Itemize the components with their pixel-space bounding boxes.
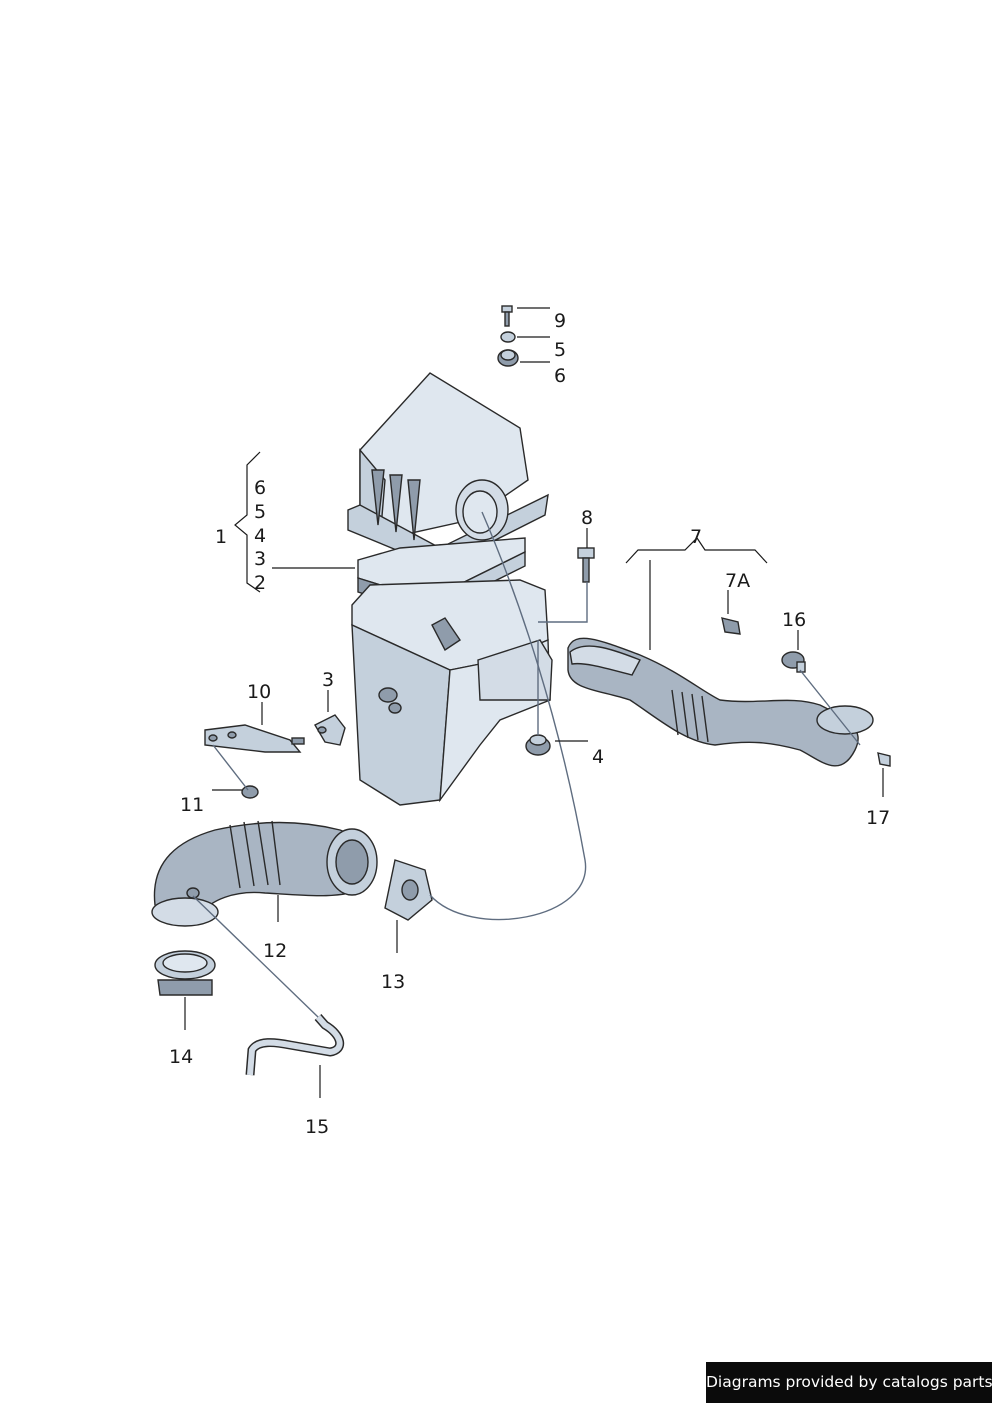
bracket-3 bbox=[314, 714, 346, 746]
rubber-mount-4 bbox=[525, 734, 551, 756]
clip-17 bbox=[877, 752, 891, 767]
callout-1: 1 bbox=[215, 526, 227, 548]
hose-clamp-14 bbox=[154, 950, 216, 996]
nut-11 bbox=[241, 785, 259, 799]
bracket-10 bbox=[204, 724, 305, 753]
hose-clamp-13 bbox=[384, 859, 433, 921]
callout-17: 17 bbox=[866, 807, 890, 829]
callout-5: 5 bbox=[254, 501, 266, 523]
bolt-9 bbox=[501, 305, 513, 327]
expanding-plug-16 bbox=[781, 651, 806, 673]
intake-duct-7 bbox=[567, 637, 874, 767]
air-filter-housing-lower bbox=[351, 579, 553, 806]
clip-7a bbox=[721, 617, 741, 635]
washer-5-top bbox=[500, 331, 516, 343]
callout-7a: 7A bbox=[725, 570, 750, 592]
callout-15: 15 bbox=[305, 1116, 329, 1138]
callout-8: 8 bbox=[581, 507, 593, 529]
callout-13: 13 bbox=[381, 971, 405, 993]
callout-16: 16 bbox=[782, 609, 806, 631]
hose-12 bbox=[151, 820, 378, 927]
bolt-8 bbox=[577, 547, 595, 583]
callout-7: 7 bbox=[690, 526, 702, 548]
callout-6: 6 bbox=[254, 477, 266, 499]
callout-6-top: 6 bbox=[554, 365, 566, 387]
assembly-guide-lines bbox=[192, 511, 861, 1018]
grommet-6-top bbox=[497, 349, 519, 367]
callout-4: 4 bbox=[592, 746, 604, 768]
callout-4-group: 4 bbox=[254, 525, 266, 547]
callout-2: 2 bbox=[254, 572, 266, 594]
callout-3-group: 3 bbox=[254, 548, 266, 570]
leader-lines bbox=[184, 307, 884, 1098]
callout-9: 9 bbox=[554, 310, 566, 332]
callout-14: 14 bbox=[169, 1046, 193, 1068]
credit-banner: Diagrams provided by catalogs parts bbox=[706, 1362, 992, 1403]
callout-5-top: 5 bbox=[554, 339, 566, 361]
callout-12: 12 bbox=[263, 940, 287, 962]
breather-hose-15 bbox=[245, 1014, 344, 1076]
callout-3: 3 bbox=[322, 669, 334, 691]
callout-11: 11 bbox=[180, 794, 204, 816]
callout-labels: 9 5 6 1 6 5 4 3 2 8 7 7A 16 10 3 4 11 17… bbox=[169, 310, 890, 1138]
callout-10: 10 bbox=[247, 681, 271, 703]
